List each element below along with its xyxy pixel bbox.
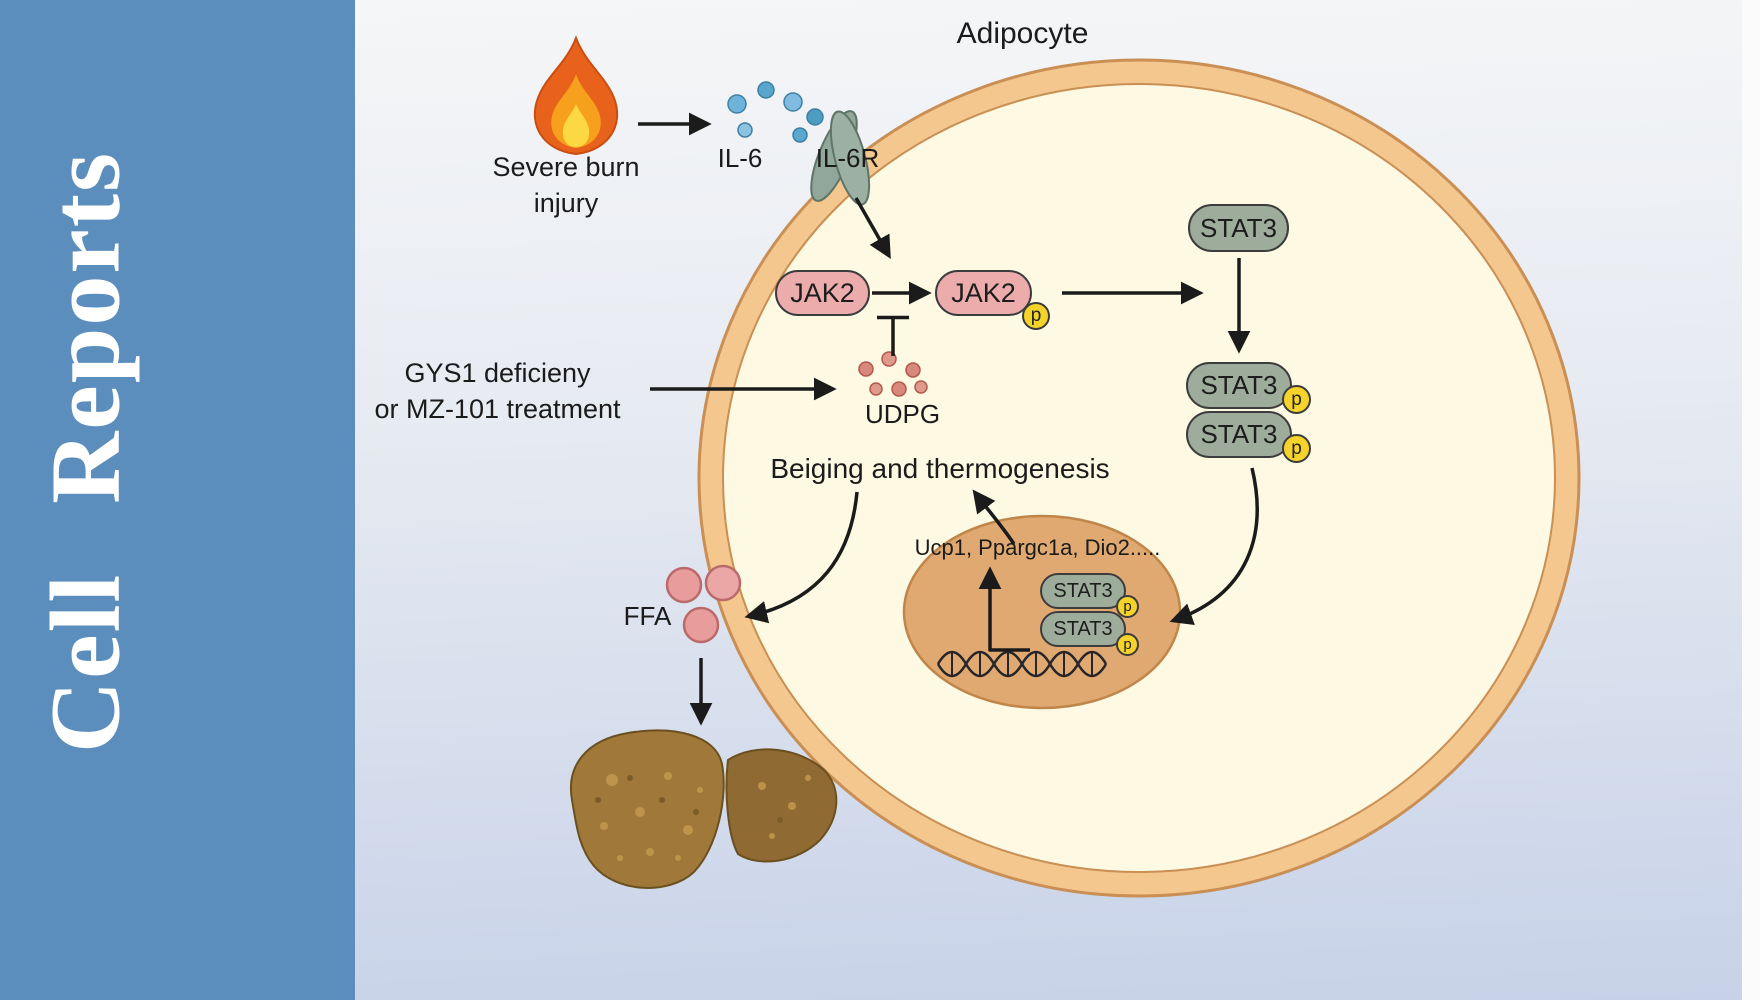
stat3-dimer-box-2: STAT3 xyxy=(1186,411,1292,458)
phospho-badge-dimer-1: p xyxy=(1282,385,1311,414)
beiging-label: Beiging and thermogenesis xyxy=(770,453,1110,484)
stat3-nucleus-box-1: STAT3 xyxy=(1040,573,1126,609)
phospho-badge-nucleus-1: p xyxy=(1116,595,1139,618)
journal-title: Cell Reports xyxy=(29,151,141,753)
stat3-nucleus-box-2: STAT3 xyxy=(1040,611,1126,647)
phospho-badge-jak2: p xyxy=(1022,302,1050,330)
stat3-box: STAT3 xyxy=(1188,204,1289,252)
burn-label-line1: Severe burn xyxy=(492,152,640,182)
phospho-badge-nucleus-2: p xyxy=(1116,633,1139,656)
adipocyte-label: Adipocyte xyxy=(956,17,1089,50)
target-genes-label: Ucp1, Ppargc1a, Dio2..... xyxy=(914,535,1161,560)
jak2-box: JAK2 xyxy=(775,270,870,316)
ffa-label: FFA xyxy=(623,601,672,631)
journal-sidebar: Cell Reports xyxy=(0,0,355,1000)
intervention-line1: GYS1 deficieny xyxy=(404,358,591,388)
stat3-dimer-box-1: STAT3 xyxy=(1186,362,1292,409)
phospho-badge-dimer-2: p xyxy=(1282,434,1311,463)
udpg-label: UDPG xyxy=(864,399,941,429)
il6r-label: IL-6R xyxy=(815,143,880,173)
il6-label: IL-6 xyxy=(717,143,763,173)
burn-label-line2: injury xyxy=(533,187,599,218)
jak2-phospho-box: JAK2 xyxy=(935,270,1032,316)
intervention-line2: or MZ-101 treatment xyxy=(374,393,621,424)
right-margin xyxy=(1742,0,1760,1000)
